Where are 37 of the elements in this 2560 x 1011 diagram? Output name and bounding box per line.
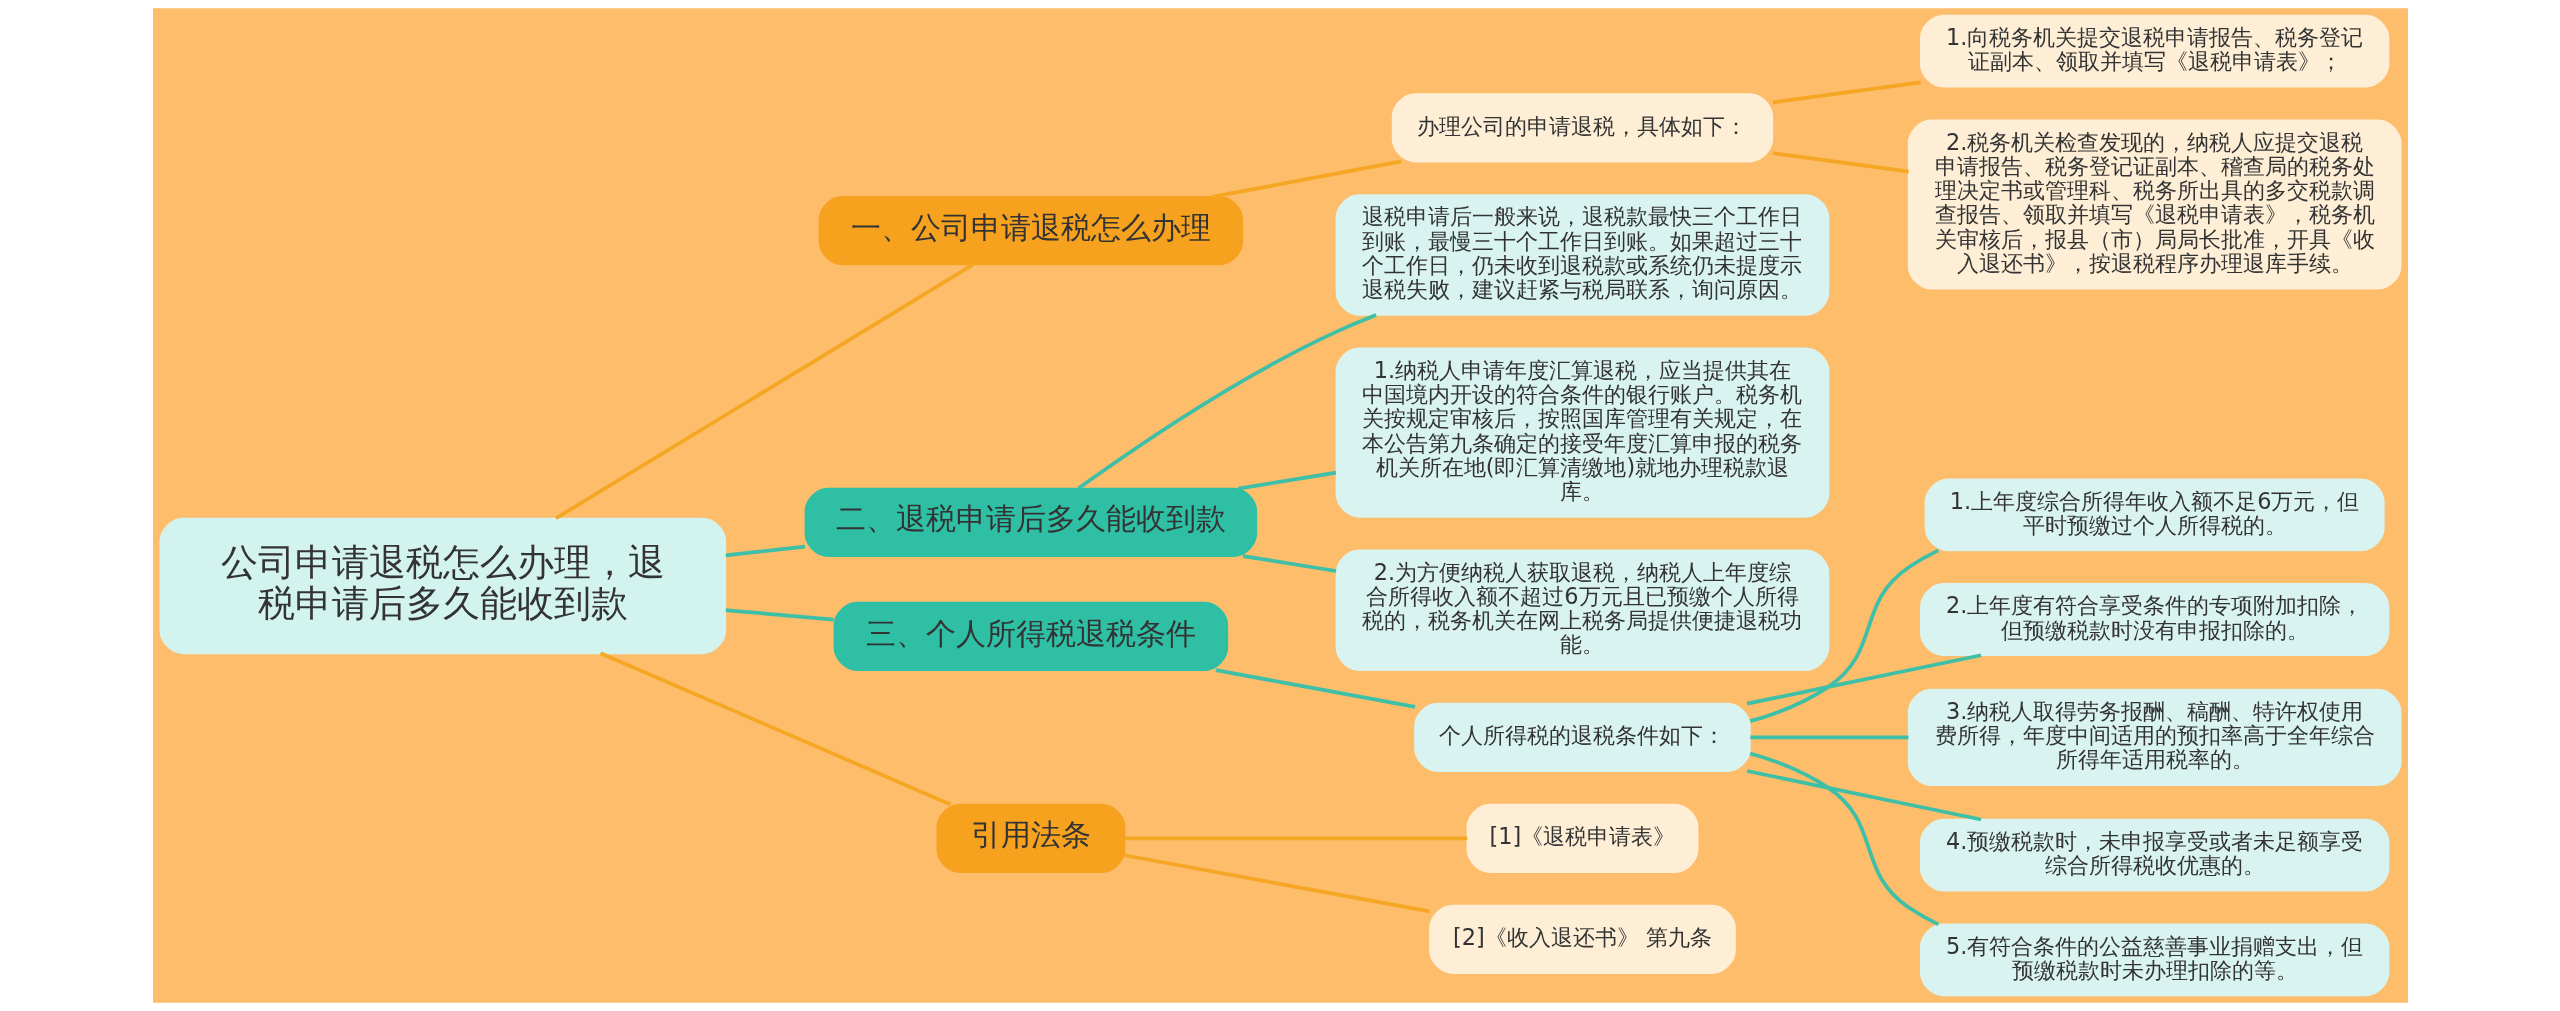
node-box: 1.纳税人申请年度汇算退税，应当提供其在中国境内开设的符合条件的银行账户。税务机关按规定审核后，按照国库管理有关规定，在本公告第九条确定的接受年度汇算申报的税务机关所在地(即汇算清缴地)就地办理税款退库。	[1335, 347, 1829, 518]
connector	[1749, 548, 1939, 723]
node-box: 2.上年度有符合享受条件的专项附加扣除，但预缴税款时没有申报扣除的。	[1919, 583, 2389, 657]
connector	[1746, 653, 1981, 706]
connector	[1123, 836, 1467, 841]
node-box: [2]《收入退还书》 第九条	[1428, 904, 1736, 974]
connector	[599, 651, 951, 807]
node-box: 办理公司的申请退税，具体如下：	[1391, 93, 1773, 163]
node-box: 引用法条	[935, 803, 1125, 873]
connector	[1749, 735, 1908, 740]
connector	[1772, 80, 1921, 105]
connector	[725, 544, 805, 558]
connector	[1237, 470, 1336, 491]
node-box: 个人所得税的退税条件如下：	[1413, 702, 1751, 772]
node-box: 退税申请后一般来说，退税款最快三个工作日到账，最慢三十个工作日到账。如果超过三十个工作日，仍未收到退税款或系统仍未提度示退税失败，建议赶紧与税局联系，询问原因。	[1335, 194, 1829, 316]
connector	[554, 263, 974, 520]
connector	[1123, 853, 1430, 914]
connector	[1749, 751, 1939, 926]
node-box: 1.上年度综合所得年收入额不足6万元，但平时预缴过个人所得税的。	[1924, 478, 2385, 552]
node-box: 4.预缴税款时，未申报享受或者未足额享受综合所得税收优惠的。	[1919, 818, 2389, 892]
node-box: 3.纳税人取得劳务报酬、稿酬、特许权使用费所得，年度中间适用的预扣率高于全年综合所得年适用税率的。	[1907, 688, 2401, 786]
connector	[1242, 554, 1336, 573]
connector	[725, 608, 834, 622]
connector	[1076, 313, 1377, 490]
node-box: 二、退税申请后多久能收到款	[804, 487, 1257, 557]
node-box: 2.税务机关检查发现的，纳税人应提交退税申请报告、税务登记证副本、稽查局的税务处理决定书或管理科、税务所出具的多交税款调查报告、领取并填写《退税申请表》，税务机关审核后，报县（市）局局长批准，开具《收入退还书》，按退税程序办理退库手续。	[1907, 119, 2401, 290]
connector	[1746, 769, 1981, 822]
connector	[1215, 668, 1415, 709]
node-box: 三、个人所得税退税条件	[833, 601, 1228, 671]
node-box: [1]《退税申请表》	[1466, 803, 1698, 873]
connector	[1211, 159, 1402, 199]
node-box: 2.为方便纳税人获取退税，纳税人上年度综合所得收入额不超过6万元且已预缴个人所得税的，税务机关在网上税务局提供便捷退税功能。	[1335, 549, 1829, 671]
node-box: 公司申请退税怎么办理，退税申请后多久能收到款	[159, 517, 726, 655]
node-box: 1.向税务机关提交退税申请报告、税务登记证副本、领取并填写《退税申请表》；	[1919, 14, 2389, 88]
node-box: 5.有符合条件的公益慈善事业捐赠支出，但预缴税款时未办理扣除的等。	[1919, 923, 2389, 997]
connector	[1772, 151, 1909, 174]
node-box: 一、公司申请退税怎么办理	[818, 196, 1243, 266]
